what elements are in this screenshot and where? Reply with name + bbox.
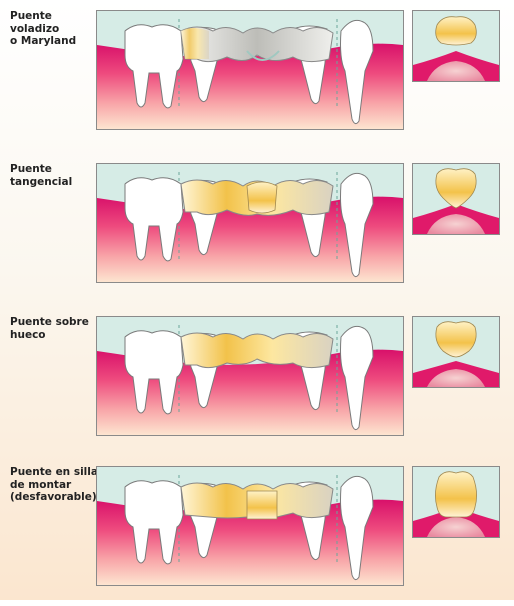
bridge-row-sobre-hueco: Puente sobre hueco — [0, 316, 514, 456]
pontic-section-maryland — [412, 10, 500, 82]
bridge-label: Puente tangencial — [10, 163, 73, 188]
bridge-label: Puente voladizo o Maryland — [10, 10, 77, 47]
bridge-label: Puente sobre hueco — [10, 316, 89, 341]
bridge-illustration-sobre-hueco — [96, 316, 404, 436]
bridge-row-silla: Puente en silla de montar (desfavorable) — [0, 466, 514, 606]
pontic-section-tangencial — [412, 163, 500, 235]
pontic-section-silla — [412, 466, 500, 538]
bridge-row-tangencial: Puente tangencial — [0, 163, 514, 303]
bridge-illustration-maryland — [96, 10, 404, 130]
bridge-illustration-silla — [96, 466, 404, 586]
pontic-section-sobre-hueco — [412, 316, 500, 388]
bridge-illustration-tangencial — [96, 163, 404, 283]
bridge-label: Puente en silla de montar (desfavorable) — [10, 466, 98, 503]
bridge-row-maryland: Puente voladizo o Maryland — [0, 10, 514, 150]
